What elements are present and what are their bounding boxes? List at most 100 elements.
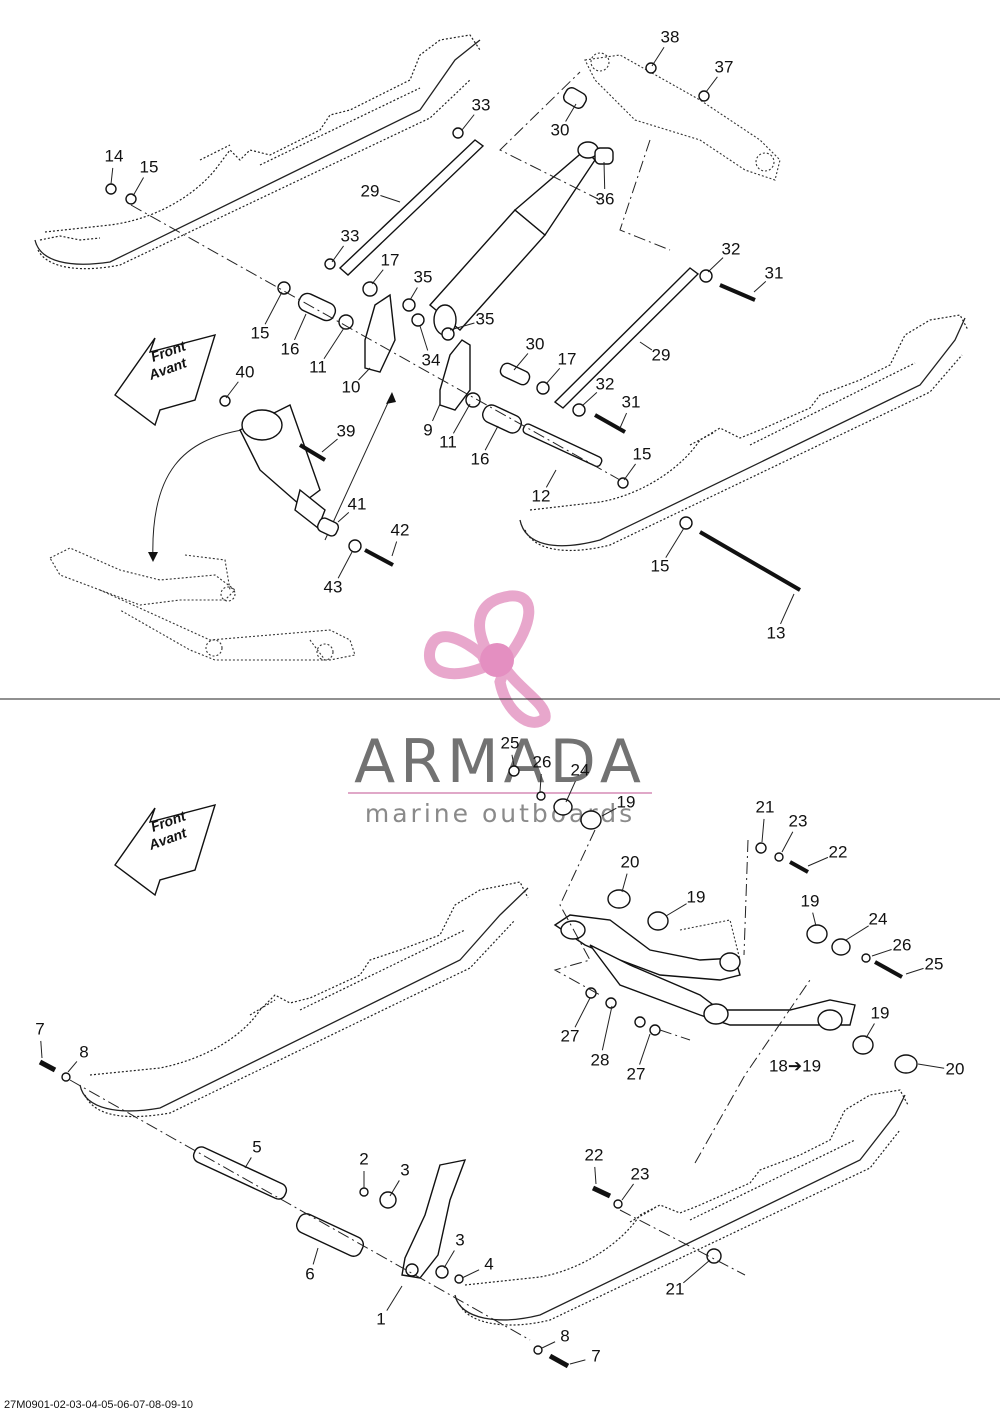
part-label-top-15: 11 <box>309 357 327 376</box>
part-label-top-16: 34 <box>422 350 441 369</box>
leader-line-top-21 <box>639 341 653 351</box>
leader-line-bottom-2 <box>565 780 576 803</box>
bolt-31a <box>719 283 756 302</box>
part-label-bottom-32: 7 <box>591 1346 600 1365</box>
watermark-brand: ARMADA <box>354 727 646 797</box>
part-label-top-21: 29 <box>652 345 671 364</box>
leader-line-top-26 <box>452 403 471 434</box>
leader-line-top-11 <box>707 257 724 273</box>
part-label-top-20: 17 <box>558 349 577 368</box>
part-label-bottom-14: 28 <box>591 1050 610 1069</box>
leader-line-bottom-25 <box>621 1183 634 1201</box>
leader-line-top-5 <box>110 167 114 185</box>
rear-suspension-sketch <box>49 547 356 661</box>
bolt-2 <box>359 1187 369 1197</box>
part-label-top-35: 13 <box>767 623 786 642</box>
bracket-1 <box>401 1159 467 1279</box>
front-direction-arrow-bottom: Front Avant <box>114 804 217 897</box>
leader-line-top-19 <box>513 353 529 371</box>
bolt-7b <box>548 1353 570 1369</box>
leader-line-bottom-20 <box>67 1061 78 1073</box>
leader-line-bottom-24 <box>594 1166 597 1185</box>
leader-line-bottom-4 <box>761 818 765 843</box>
part-label-bottom-27: 4 <box>484 1254 493 1273</box>
washer-15a <box>125 193 137 205</box>
part-label-top-23: 32 <box>596 374 615 393</box>
leader-line-top-22 <box>225 381 239 399</box>
leader-line-top-7 <box>380 195 401 203</box>
bolt-25a <box>508 765 520 777</box>
part-label-bottom-24: 22 <box>585 1145 604 1164</box>
bearing-11b <box>465 392 481 408</box>
part-label-top-14: 16 <box>281 339 300 358</box>
part-label-bottom-15: 27 <box>627 1064 646 1083</box>
part-label-top-28: 16 <box>471 449 490 468</box>
leader-line-bottom-10 <box>845 925 869 941</box>
label-leader-lines <box>40 46 945 1365</box>
leader-line-bottom-32 <box>569 1359 586 1365</box>
part-label-top-4: 36 <box>596 189 615 208</box>
top-assembly: Front Avant <box>34 34 969 661</box>
part-label-bottom-25: 23 <box>631 1164 650 1183</box>
leader-line-bottom-16 <box>865 1023 875 1039</box>
part-label-bottom-10: 24 <box>869 909 888 928</box>
nut-34 <box>411 313 425 327</box>
part-label-bottom-3: 19 <box>617 792 636 811</box>
leader-line-top-3 <box>565 103 577 122</box>
part-label-top-18: 10 <box>342 377 361 396</box>
part-label-top-29: 15 <box>633 444 652 463</box>
washer-32a <box>699 269 713 283</box>
nut-28b <box>634 1016 646 1028</box>
shaft-5 <box>192 1146 288 1200</box>
leader-line-bottom-30 <box>683 1259 711 1284</box>
washer-27b <box>649 1024 661 1036</box>
upper-cross-shaft <box>584 52 781 181</box>
bushing-16-top <box>297 292 337 322</box>
nut-14 <box>105 183 117 195</box>
washer-32b <box>572 403 586 417</box>
bolt-13 <box>698 530 802 592</box>
front-shock <box>239 404 326 530</box>
leader-line-bottom-29 <box>386 1285 403 1311</box>
bushing-20a <box>607 889 631 909</box>
part-label-bottom-13: 27 <box>561 1026 580 1045</box>
washer-35b <box>441 327 455 341</box>
leader-line-top-2 <box>461 114 475 131</box>
part-label-bottom-18: 20 <box>946 1059 965 1078</box>
leader-line-top-15 <box>323 327 345 360</box>
leader-line-top-8 <box>331 245 344 263</box>
part-label-bottom-12: 25 <box>925 954 944 973</box>
part-label-top-3: 30 <box>551 120 570 139</box>
part-label-top-30: 12 <box>532 486 551 505</box>
nut-28a <box>605 997 617 1009</box>
leader-line-top-16 <box>419 325 429 351</box>
leader-line-top-9 <box>371 269 384 285</box>
spacer-41 <box>316 517 340 537</box>
leader-line-bottom-1 <box>539 773 542 793</box>
part-label-bottom-23: 3 <box>400 1160 409 1179</box>
leader-line-top-24 <box>321 438 338 453</box>
part-label-top-17: 35 <box>476 309 495 328</box>
part-label-top-34: 15 <box>651 556 670 575</box>
bushing-20b <box>894 1054 918 1074</box>
armada-watermark-logo: ARMADA marine outboards <box>348 590 652 828</box>
leader-line-bottom-0 <box>511 754 515 767</box>
leader-line-top-14 <box>294 313 307 341</box>
part-label-bottom-0: 25 <box>501 733 520 752</box>
part-label-top-6: 15 <box>140 157 159 176</box>
part-label-bottom-5: 23 <box>789 811 808 830</box>
link-29-right <box>553 267 700 409</box>
part-label-bottom-4: 21 <box>756 797 775 816</box>
rear-arm-18 <box>553 914 856 1031</box>
leader-line-bottom-18 <box>917 1063 945 1069</box>
washer-21a <box>755 842 767 854</box>
part-label-top-1: 37 <box>715 57 734 76</box>
leader-line-top-10 <box>409 287 418 301</box>
left-slide-rail-top <box>34 34 481 270</box>
nut-4 <box>454 1274 464 1284</box>
bushing-19d <box>852 1035 874 1055</box>
link-29-left <box>338 139 485 276</box>
leader-line-top-31 <box>337 511 350 523</box>
bushing-19a <box>580 810 602 830</box>
